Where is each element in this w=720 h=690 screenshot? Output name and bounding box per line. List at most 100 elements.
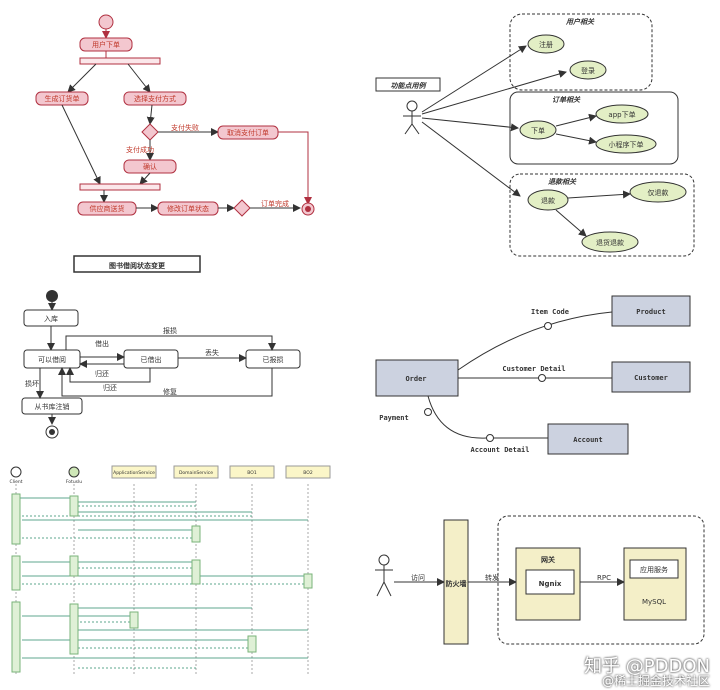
label-forward: 转发 bbox=[485, 573, 499, 582]
cluster-boundary bbox=[497, 515, 705, 645]
app-label: 应用服务 bbox=[640, 565, 668, 574]
watermark-secondary: @稀土掘金技术社区 bbox=[601, 674, 710, 688]
group-user bbox=[509, 13, 653, 91]
activity-diagram: 用户下单 生成订货单 选择支付方式 支付失败 取消支付订单 支付成功 确认 供应… bbox=[35, 14, 315, 217]
node-retry-label: 取消支付订单 bbox=[227, 128, 269, 137]
uc-login bbox=[569, 60, 607, 80]
state-diagram: 图书借阅状态变更 入库 可以借阅 已借出 已报损 从书库注销 报损 借出 归还 … bbox=[21, 255, 301, 439]
edge-top-label: 报损 bbox=[163, 326, 177, 335]
deploy-diagram: 访问 防火墙 转发 网关 Ngnix RPC 应用服务 MySQL bbox=[375, 515, 705, 645]
comp-customer-label: Customer bbox=[634, 374, 668, 382]
group-refund-title: 退款相关 bbox=[548, 177, 577, 186]
uc-return-refund bbox=[581, 231, 639, 253]
state-available-label: 可以借阅 bbox=[38, 355, 66, 364]
edge-bad-label: 损坏 bbox=[25, 379, 39, 388]
component-diagram: Order Product Customer Account Item Code… bbox=[375, 295, 691, 455]
actor-name-0: Client bbox=[9, 479, 22, 485]
label-fail: 支付失败 bbox=[171, 123, 199, 132]
usecase-title: 功能点用例 bbox=[391, 81, 428, 90]
actor-icon-1 bbox=[68, 466, 80, 478]
uc-order-label: 下单 bbox=[531, 126, 545, 135]
comp-order-label: Order bbox=[405, 375, 426, 383]
iface-acct bbox=[486, 434, 494, 442]
node-ship-label: 供应商送货 bbox=[90, 204, 125, 213]
actor-name-2: ApplicationService bbox=[113, 470, 155, 476]
uc-app-order-label: app下单 bbox=[608, 110, 635, 119]
state-title-box bbox=[73, 255, 201, 273]
actor-name-4: BO1 bbox=[247, 470, 257, 476]
uc-login-label: 登录 bbox=[581, 66, 595, 75]
iface-cust bbox=[538, 374, 546, 382]
uc-mini-order-label: 小程序下单 bbox=[609, 140, 644, 149]
node-status-label: 修改订单状态 bbox=[167, 204, 209, 213]
label-access: 访问 bbox=[411, 573, 425, 582]
state-available bbox=[23, 349, 81, 369]
nginx-box bbox=[525, 569, 575, 595]
fork-bar bbox=[79, 57, 161, 65]
comp-product bbox=[611, 295, 691, 327]
join-bar bbox=[79, 183, 161, 191]
label-done: 订单完成 bbox=[261, 199, 289, 208]
firewall-label: 防火墙 bbox=[446, 579, 467, 588]
decision-done bbox=[233, 199, 251, 217]
edge-back-label: 归还 bbox=[103, 383, 117, 392]
state-retired-label: 从书库注销 bbox=[35, 402, 70, 411]
actor-name-1: Fotuslu bbox=[66, 479, 82, 485]
uc-order bbox=[519, 120, 557, 140]
state-start bbox=[46, 290, 58, 302]
actor-box-2 bbox=[111, 465, 157, 479]
start-node bbox=[98, 14, 114, 30]
actor-box-5 bbox=[285, 465, 331, 479]
node-pay bbox=[123, 91, 187, 106]
node-confirm-label: 确认 bbox=[143, 162, 157, 171]
gateway-label: 网关 bbox=[541, 555, 555, 564]
comp-order bbox=[375, 359, 459, 397]
actor-user bbox=[403, 100, 421, 135]
nginx-label: Ngnix bbox=[539, 580, 562, 588]
comp-customer bbox=[611, 361, 691, 393]
uc-refund-only-label: 仅退款 bbox=[648, 188, 669, 197]
actor-icon-0 bbox=[10, 466, 22, 478]
uc-register bbox=[527, 34, 565, 54]
group-order-title: 订单相关 bbox=[552, 95, 581, 104]
comp-account bbox=[547, 423, 629, 455]
state-damaged-label: 已报损 bbox=[263, 355, 284, 364]
state-stock-in-label: 入库 bbox=[44, 314, 58, 323]
group-refund bbox=[509, 173, 695, 257]
node-addr-label: 生成订货单 bbox=[45, 94, 80, 103]
actor-name-5: BO2 bbox=[303, 470, 313, 476]
label-item: Item Code bbox=[531, 308, 569, 316]
iface-item bbox=[544, 322, 552, 330]
edge-borrow-label: 借出 bbox=[95, 339, 109, 348]
label-acct: Account Detail bbox=[470, 446, 529, 454]
edge-lost-label: 丢失 bbox=[205, 348, 219, 357]
edge-return-label: 归还 bbox=[95, 369, 109, 378]
comp-product-label: Product bbox=[636, 308, 666, 316]
app-node bbox=[623, 547, 687, 621]
uc-register-label: 注册 bbox=[539, 40, 553, 49]
seq-activations bbox=[11, 493, 313, 673]
app-box bbox=[629, 559, 679, 579]
actor-client bbox=[375, 554, 393, 597]
comp-account-label: Account bbox=[573, 436, 603, 444]
uc-refund bbox=[527, 189, 569, 211]
usecase-diagram: 功能点用例 用户相关 注册 登录 订单相关 下单 app下单 小程序下单 退款相… bbox=[375, 13, 695, 257]
iface-pay bbox=[424, 408, 432, 416]
node-order-label: 用户下单 bbox=[92, 40, 120, 49]
label-pay: Payment bbox=[379, 414, 409, 422]
mysql-label: MySQL bbox=[642, 598, 666, 606]
actor-name-3: DomainService bbox=[179, 470, 213, 476]
label-cust: Customer Detail bbox=[502, 365, 565, 373]
label-rpc: RPC bbox=[597, 574, 611, 582]
decision-pay bbox=[141, 123, 159, 141]
node-pay-label: 选择支付方式 bbox=[134, 94, 176, 103]
state-title: 图书借阅状态变更 bbox=[109, 261, 166, 270]
group-user-title: 用户相关 bbox=[565, 17, 595, 26]
seq-messages bbox=[18, 497, 308, 669]
actor-box-4 bbox=[229, 465, 275, 479]
state-borrowed-label: 已借出 bbox=[141, 355, 162, 364]
watermark-primary: 知乎 @PDDON bbox=[584, 656, 710, 677]
label-ok: 支付成功 bbox=[126, 145, 154, 154]
uc-refund-label: 退款 bbox=[541, 196, 555, 205]
